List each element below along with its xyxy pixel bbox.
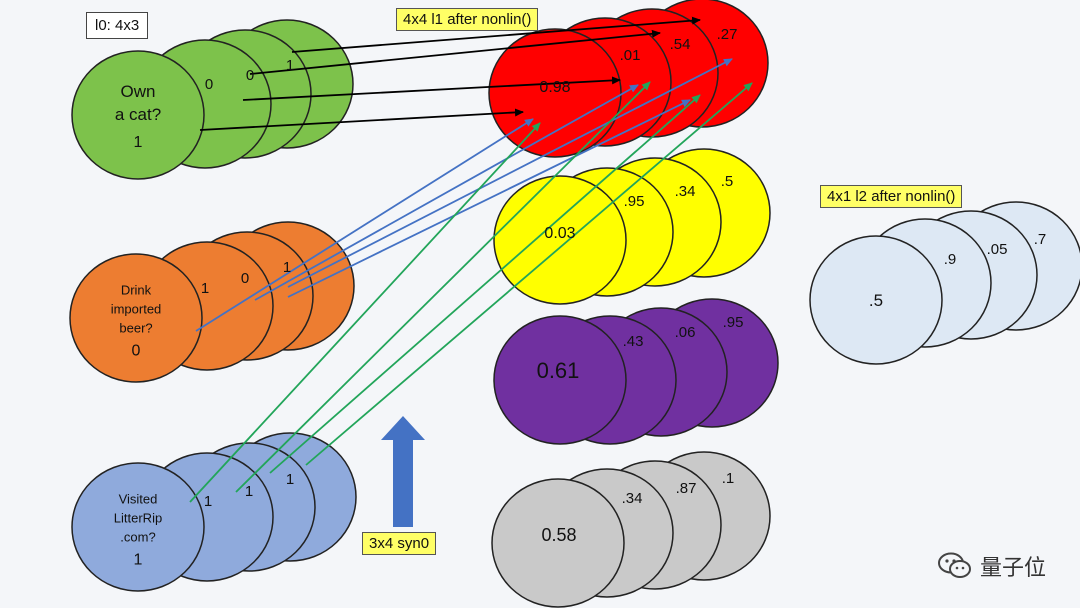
input-3-value-3: 1 — [286, 471, 294, 488]
watermark-text: 量子位 — [979, 555, 1046, 580]
input-3-value-2: 1 — [245, 483, 253, 500]
input-2-front-text-1: Drink — [121, 283, 152, 298]
hidden-2-value-1: .95 — [624, 193, 645, 210]
hidden-1-value-2: .54 — [670, 36, 691, 53]
input-1-value-3: 1 — [286, 57, 294, 74]
l0-label: l0: 4x3 — [86, 12, 149, 39]
green-connection-2 — [235, 81, 651, 493]
syn0-label: 3x4 syn0 — [362, 532, 437, 555]
input-3-front-text-1: Visited — [119, 492, 158, 507]
blue-connection-1 — [195, 118, 534, 332]
hidden-1-front-value: 0.98 — [539, 79, 570, 96]
hidden-2-node-4 — [493, 175, 627, 305]
input-1-node-4 — [71, 50, 205, 180]
input-2-value-2: 0 — [241, 270, 249, 287]
output-front-value: .5 — [869, 291, 883, 310]
black-connection-4 — [199, 108, 524, 131]
output-value-1: .9 — [944, 251, 957, 268]
input-3-value-1: 1 — [204, 493, 212, 510]
green-connection-4 — [305, 82, 753, 466]
output-node-4 — [809, 235, 943, 365]
blue-connection-4 — [287, 58, 733, 288]
hidden-4-node-4 — [491, 478, 625, 608]
output-value-2: .05 — [987, 241, 1008, 258]
hidden-4-value-2: .87 — [676, 480, 697, 497]
hidden-4-value-3: .1 — [722, 470, 735, 487]
hidden-3-node-4 — [493, 315, 627, 445]
output-value-3: .7 — [1034, 231, 1047, 248]
input-2-value-3: 1 — [283, 259, 291, 276]
hidden-3-value-2: .06 — [675, 324, 696, 341]
input-1-value-2: 0 — [246, 67, 254, 84]
input-3-node-4 — [71, 462, 205, 592]
watermark: 量子位 — [937, 550, 1046, 582]
input-1-value-1: 0 — [205, 76, 213, 93]
input-3-front-text-4: 1 — [134, 552, 143, 569]
input-2-node-4 — [69, 253, 203, 383]
blue-connection-3 — [287, 99, 691, 298]
green-connection-3 — [269, 94, 701, 474]
black-connection-2 — [249, 29, 661, 75]
black-connection-1 — [291, 16, 701, 53]
green-connection-1 — [189, 122, 541, 503]
hidden-2-value-2: .34 — [675, 183, 696, 200]
input-1-front-text-3: 1 — [134, 134, 143, 151]
black-connection-3 — [242, 76, 621, 101]
input-2-front-text-4: 0 — [132, 343, 141, 360]
hidden-1-value-1: .01 — [620, 47, 641, 64]
input-2-value-1: 1 — [201, 280, 209, 297]
hidden-3-value-1: .43 — [623, 333, 644, 350]
hidden-1-value-3: .27 — [717, 26, 738, 43]
hidden-4-front-value: 0.58 — [541, 525, 576, 545]
l2-label: 4x1 l2 after nonlin() — [820, 185, 963, 208]
hidden-2-front-value: 0.03 — [544, 225, 575, 242]
input-3-front-text-3: .com? — [120, 530, 155, 545]
input-1-front-text-1: Own — [121, 82, 156, 101]
input-3-front-text-2: LitterRip — [114, 511, 162, 526]
wechat-icon — [937, 552, 971, 578]
input-2-front-text-2: imported — [111, 302, 162, 317]
l1-label: 4x4 l1 after nonlin() — [396, 8, 539, 31]
hidden-2-value-3: .5 — [721, 173, 734, 190]
hidden-3-front-value: 0.61 — [537, 358, 580, 383]
blue-connection-2 — [254, 84, 639, 301]
hidden-4-value-1: .34 — [622, 490, 643, 507]
hidden-3-value-3: .95 — [723, 314, 744, 331]
input-1-front-text-2: a cat? — [115, 105, 161, 124]
up-arrow-icon — [381, 416, 425, 527]
input-2-front-text-3: beer? — [119, 321, 152, 336]
